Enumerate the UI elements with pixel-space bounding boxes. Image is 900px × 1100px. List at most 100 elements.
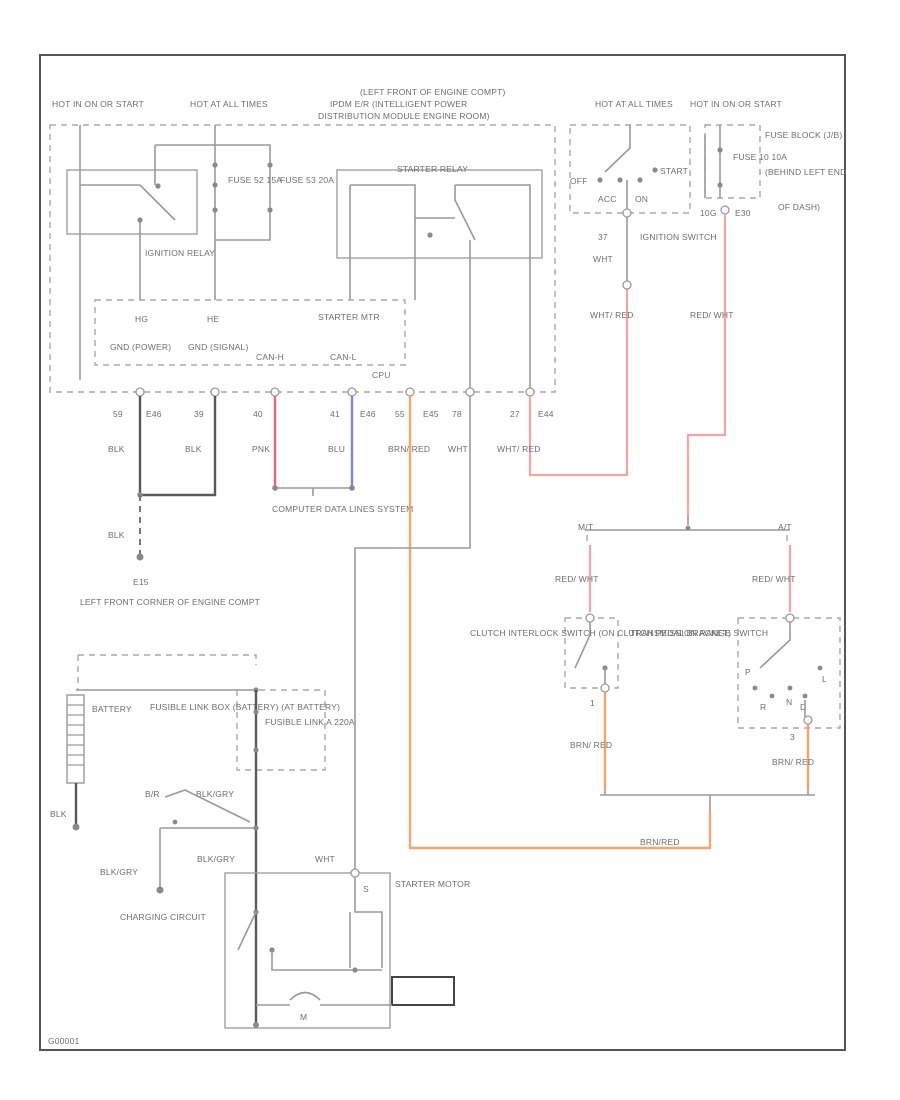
- label-n: N: [786, 697, 792, 707]
- label-conn-e46a: E46: [146, 409, 162, 419]
- label-conn-e30: E30: [735, 208, 751, 218]
- label-fuse-52: FUSE 52 15A: [228, 175, 282, 185]
- label-fuse-10: FUSE 10 10A: [733, 152, 787, 162]
- label-diagram-id: G00001: [48, 1036, 80, 1046]
- label-acc: ACC: [598, 194, 617, 204]
- label-hot-all-times-2: HOT AT ALL TIMES: [595, 99, 673, 109]
- label-conn-e44: E44: [538, 409, 554, 419]
- label-blk-2: BLK: [185, 444, 202, 454]
- label-brn-red: BRN/ RED: [388, 444, 430, 454]
- ignition-switch-box: [569, 124, 691, 214]
- label-blu: BLU: [328, 444, 345, 454]
- starter-relay-box: [336, 169, 543, 259]
- label-d: D: [800, 702, 806, 712]
- label-ipdm-name: IPDM E/R (INTELLIGENT POWER: [330, 99, 467, 109]
- label-pin-3: 3: [790, 732, 795, 742]
- label-fuse-block: FUSE BLOCK (J/B): [765, 130, 842, 140]
- label-brn-red-4: BRN/RED: [640, 837, 680, 847]
- label-pin-39: 39: [194, 409, 204, 419]
- label-wht: WHT: [448, 444, 468, 454]
- label-pin-55: 55: [395, 409, 405, 419]
- label-ground-loc: LEFT FRONT CORNER OF ENGINE COMPT: [80, 597, 260, 607]
- clutch-switch-box: [564, 617, 619, 689]
- label-blk-1: BLK: [108, 444, 125, 454]
- label-hot-run-start: HOT IN ON OR START: [52, 99, 144, 109]
- label-ignition-relay: IGNITION RELAY: [145, 248, 215, 258]
- label-b-r: B/R: [145, 789, 160, 799]
- label-ignition-switch: IGNITION SWITCH: [640, 232, 717, 242]
- label-red-wht-1: RED/ WHT: [690, 310, 734, 320]
- label-e15: E15: [133, 577, 149, 587]
- trans-switch-box: [737, 617, 841, 729]
- label-on: ON: [635, 194, 648, 204]
- label-charging: CHARGING CIRCUIT: [120, 912, 206, 922]
- label-can-l: CAN-L: [330, 352, 357, 362]
- label-hot-all-times-1: HOT AT ALL TIMES: [190, 99, 268, 109]
- label-hot-run-start-2: HOT IN ON OR START: [690, 99, 782, 109]
- label-blk-bat: BLK: [50, 809, 67, 819]
- label-battery: BATTERY: [92, 704, 132, 714]
- label-wht-starter: WHT: [315, 854, 335, 864]
- label-conn-e45: E45: [423, 409, 439, 419]
- starter-motor-field: [391, 976, 455, 1006]
- label-pnk: PNK: [252, 444, 270, 454]
- fuse-block-box: [704, 124, 761, 199]
- brn-red-starter-wire: [408, 396, 712, 850]
- label-conn-e46b: E46: [360, 409, 376, 419]
- label-cpu: CPU: [372, 370, 391, 380]
- label-he: HE: [207, 314, 219, 324]
- label-clutch: CLUTCH INTERLOCK SWITCH (ON CLUTCH PEDAL…: [470, 628, 731, 638]
- label-fuse-53: FUSE 53 20A: [280, 175, 334, 185]
- ipdm-box: [49, 124, 556, 393]
- label-pin-1: 1: [590, 698, 595, 708]
- label-pin-40: 40: [253, 409, 263, 419]
- label-pin-37: 37: [598, 232, 608, 242]
- label-red-wht-2: RED/ WHT: [555, 574, 599, 584]
- label-fusible-box: FUSIBLE LINK BOX (BATTERY) (AT BATTERY): [150, 702, 340, 712]
- starter-motor-box: [224, 872, 391, 1029]
- label-fusible-link: FUSIBLE LINK A 220A: [265, 717, 355, 727]
- cpu-box: [94, 299, 406, 366]
- label-pin-10g: 10G: [700, 208, 717, 218]
- label-blk-gry-2: BLK/GRY: [100, 867, 138, 877]
- diagram-frame: [39, 54, 846, 1051]
- label-starter-motor: STARTER MOTOR: [395, 879, 470, 889]
- wht-starter-signal-wire: [354, 396, 471, 870]
- label-start: START: [660, 166, 688, 176]
- label-blk-gry-3: BLK/GRY: [197, 854, 235, 864]
- label-pin-41: 41: [330, 409, 340, 419]
- label-wht-red-2: WHT/ RED: [590, 310, 634, 320]
- label-brn-red-3: BRN/ RED: [772, 757, 814, 767]
- fusible-link-box: [236, 689, 326, 771]
- label-off: OFF: [570, 176, 588, 186]
- label-wht-ign: WHT: [593, 254, 613, 264]
- label-red-wht-3: RED/ WHT: [752, 574, 796, 584]
- label-mt: M/T: [578, 522, 593, 532]
- label-computer-data: COMPUTER DATA LINES SYSTEM: [272, 504, 413, 514]
- ignition-relay-box: [66, 169, 198, 235]
- label-p: P: [745, 667, 751, 677]
- label-pin-78: 78: [452, 409, 462, 419]
- label-r: R: [760, 702, 766, 712]
- label-s-term: S: [363, 884, 369, 894]
- label-at: A/T: [778, 522, 792, 532]
- label-ipdm-name2: DISTRIBUTION MODULE ENGINE ROOM): [318, 111, 490, 121]
- battery-symbol: [66, 694, 85, 784]
- label-can-h: CAN-H: [256, 352, 284, 362]
- label-pin-59: 59: [113, 409, 123, 419]
- label-pin-27: 27: [510, 409, 520, 419]
- label-starter-mtr: STARTER MTR: [318, 312, 380, 322]
- wht-red-ipdm-wire: [528, 285, 629, 477]
- label-fuse-block-loc2: OF DASH): [778, 202, 820, 212]
- label-gnd-signal: GND (SIGNAL): [188, 342, 249, 352]
- label-wht-red-1: WHT/ RED: [497, 444, 541, 454]
- label-blk-gry-1: BLK/GRY: [196, 789, 234, 799]
- label-gnd-power: GND (POWER): [110, 342, 171, 352]
- battery-box: [78, 654, 257, 665]
- label-l: L: [822, 674, 827, 684]
- label-hg: HG: [135, 314, 148, 324]
- label-m-term: M: [300, 1012, 307, 1022]
- red-wht-fuse-wire: [686, 214, 727, 515]
- label-ipdm-loc: (LEFT FRONT OF ENGINE COMPT): [360, 87, 506, 97]
